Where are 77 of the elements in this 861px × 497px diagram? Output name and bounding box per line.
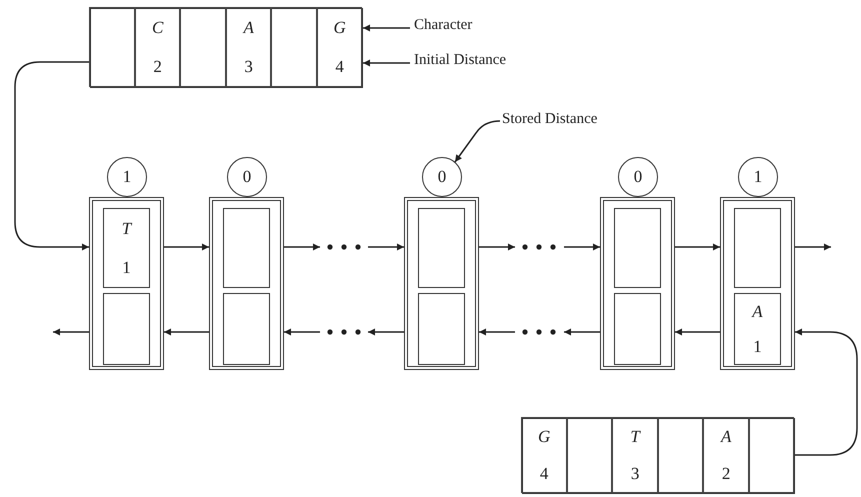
arrow <box>795 244 831 250</box>
distance-value: 1 <box>122 258 131 278</box>
tape-cell <box>226 7 272 88</box>
distance-value: 0 <box>242 167 252 187</box>
tape-cell <box>612 417 658 494</box>
register-box <box>223 293 270 365</box>
tape-cell <box>566 417 612 494</box>
arrow <box>564 328 600 336</box>
arrow <box>564 244 600 250</box>
register-box <box>103 208 150 288</box>
character-tape <box>522 418 795 494</box>
register-box <box>614 208 661 288</box>
arrow <box>164 328 209 336</box>
arrow <box>363 24 410 32</box>
processor-cell <box>209 197 284 370</box>
stored-distance-circle <box>107 157 147 197</box>
stored-distance-circle <box>422 157 462 197</box>
arrow <box>795 328 858 456</box>
annotation-text: Character <box>414 17 472 34</box>
processor-cell <box>404 197 479 370</box>
character-letter: A <box>243 18 254 38</box>
arrow <box>368 328 404 336</box>
distance-value: 0 <box>634 167 642 187</box>
arrow <box>675 328 720 336</box>
processor-cell <box>720 197 795 370</box>
character-letter: G <box>538 426 550 447</box>
character-letter: A <box>752 302 763 322</box>
arrow <box>368 244 404 250</box>
register-box <box>734 208 781 288</box>
character-letter: A <box>720 426 732 447</box>
distance-value: 2 <box>153 56 162 77</box>
distance-value: 2 <box>722 464 730 484</box>
tape-cell <box>521 417 567 494</box>
distance-value: 1 <box>753 336 762 356</box>
leader-line <box>454 120 500 162</box>
character-tape <box>90 8 363 88</box>
tape-cell <box>658 417 704 494</box>
tape-cell <box>180 7 226 88</box>
character-letter: C <box>152 18 164 38</box>
stored-distance-circle <box>618 157 658 197</box>
tape-cell <box>316 7 362 88</box>
arrow <box>479 244 515 250</box>
character-letter: G <box>334 18 346 38</box>
tape-cell <box>748 417 794 494</box>
tape-cell <box>703 417 749 494</box>
arrow <box>164 244 209 250</box>
distance-value: 3 <box>630 464 640 484</box>
stored-distance-circle <box>227 157 267 197</box>
annotation-text: Stored Distance <box>502 111 598 128</box>
processor-cell <box>89 197 164 370</box>
distance-value: 0 <box>438 167 446 187</box>
register-box <box>418 293 465 365</box>
character-letter: T <box>122 218 132 238</box>
distance-value: 1 <box>122 167 132 187</box>
arrow <box>14 61 90 250</box>
register-box <box>418 208 465 288</box>
tape-cell <box>271 7 317 88</box>
tape-cell <box>89 7 135 88</box>
stored-distance-circle <box>738 157 778 197</box>
arrow <box>284 328 320 336</box>
distance-value: 3 <box>244 56 253 77</box>
arrow <box>479 328 515 336</box>
character-letter: T <box>630 426 640 447</box>
processor-cell <box>600 197 675 370</box>
register-box <box>223 208 270 288</box>
arrow <box>284 244 320 250</box>
distance-value: 4 <box>335 56 344 77</box>
distance-value: 1 <box>754 167 762 187</box>
tape-cell <box>134 7 180 88</box>
distance-value: 4 <box>540 464 548 484</box>
register-box <box>734 293 781 365</box>
register-box <box>103 293 150 365</box>
arrow <box>675 244 720 250</box>
arrow <box>363 60 410 66</box>
annotation-text: Initial Distance <box>414 52 506 69</box>
register-box <box>614 293 661 365</box>
arrow <box>53 328 89 336</box>
